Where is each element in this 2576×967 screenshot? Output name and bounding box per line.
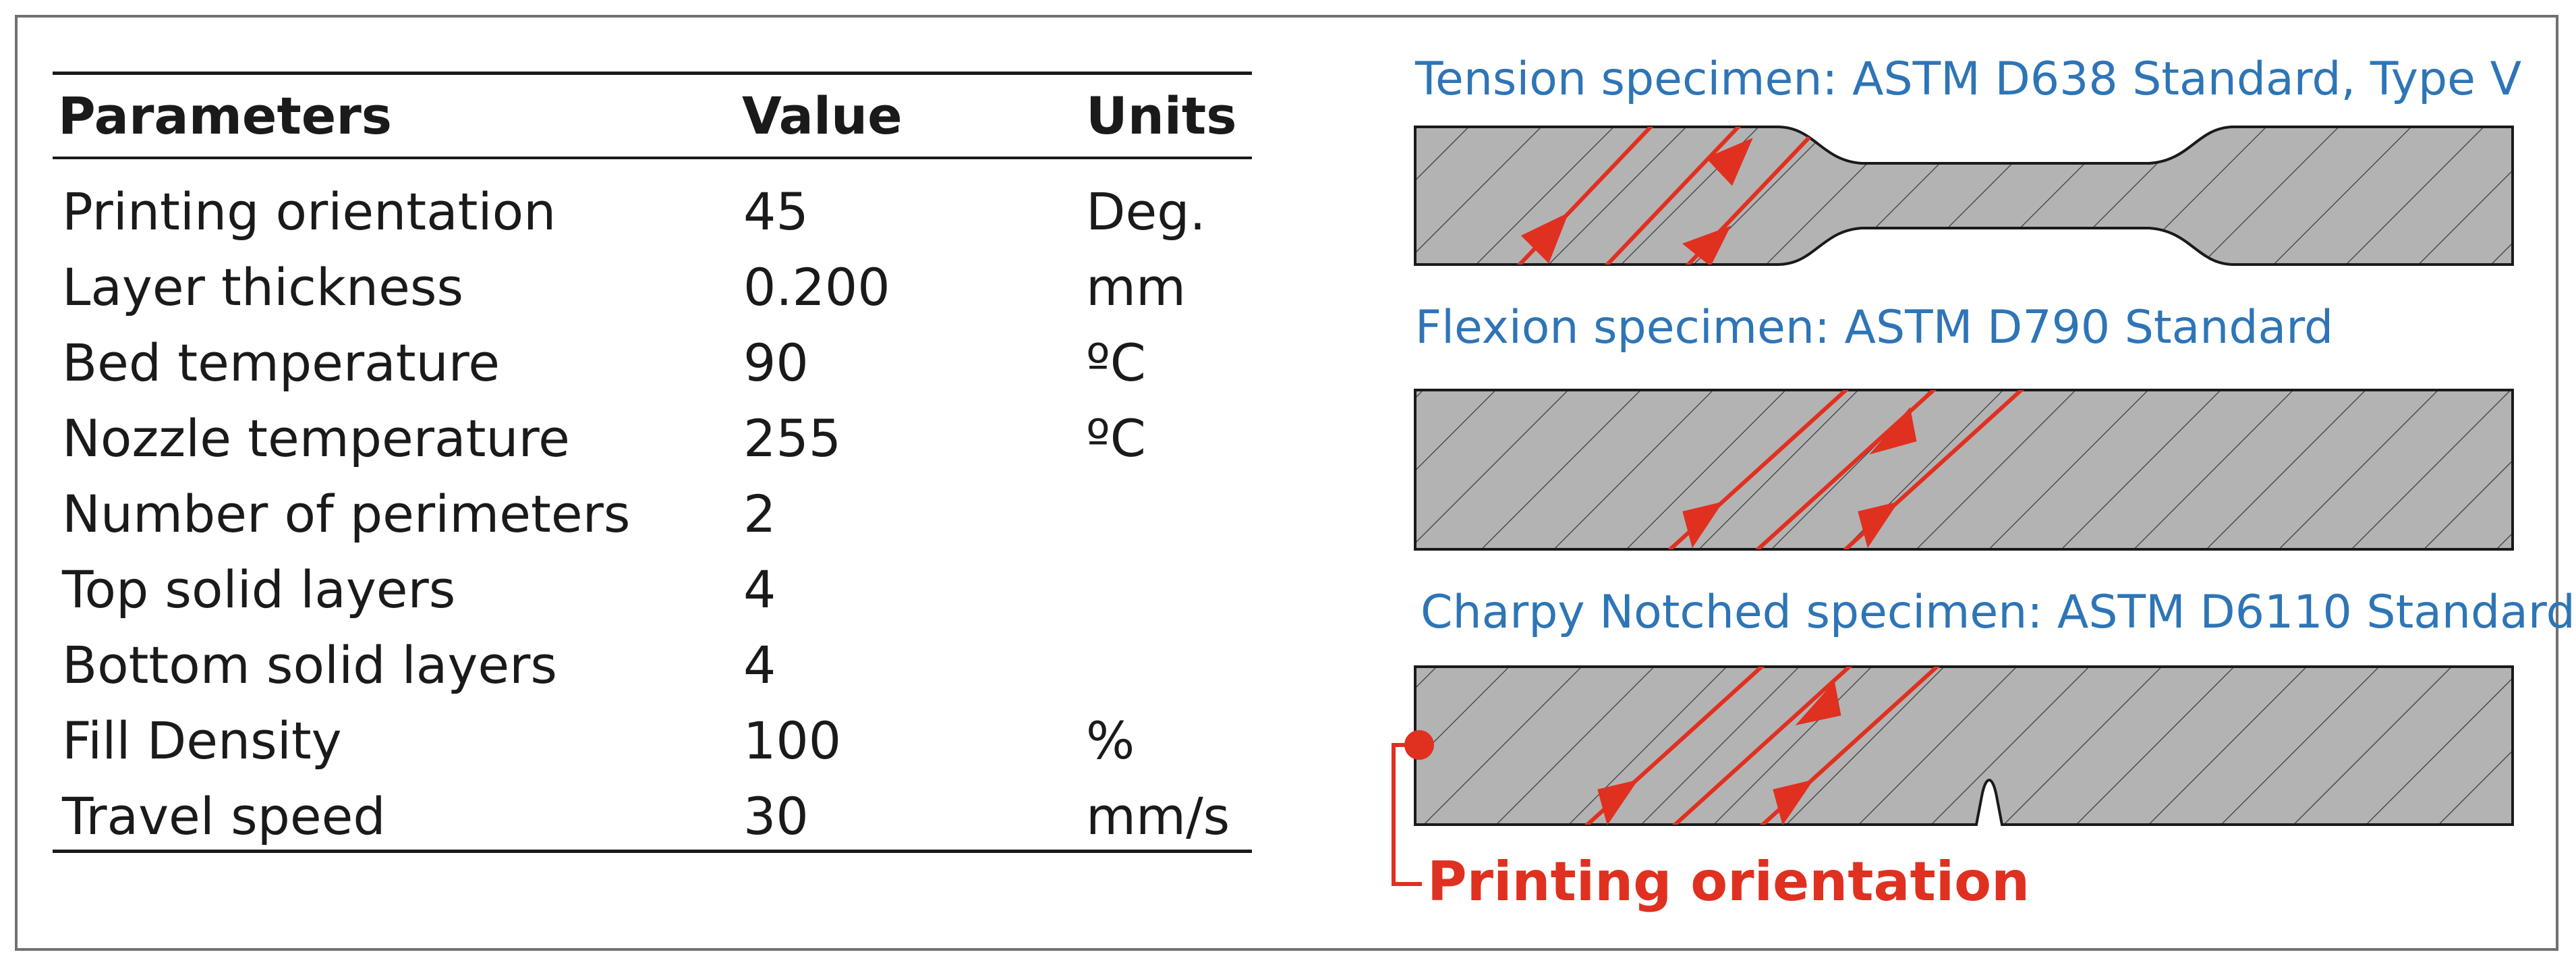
orientation-line <box>1603 127 1742 265</box>
row-unit: ºC <box>1086 333 1146 393</box>
row-unit: ºC <box>1086 408 1146 468</box>
arrow-down-icon <box>1705 138 1753 186</box>
arrow-down-icon <box>1869 407 1917 455</box>
charpy-orientation-lines <box>1583 667 1941 825</box>
arrow-up-icon <box>1773 779 1814 825</box>
row-parameter: Travel speed <box>62 786 386 846</box>
row-unit: mm/s <box>1086 786 1230 846</box>
charpy-specimen <box>1414 665 2514 826</box>
table-header-rule <box>53 157 1252 159</box>
header-parameters: Parameters <box>58 86 393 146</box>
row-value: 0.200 <box>743 257 890 317</box>
orientation-line <box>1671 667 1854 825</box>
row-unit: Deg. <box>1086 182 1206 242</box>
row-value: 45 <box>743 182 809 242</box>
flexion-caption: Flexion specimen: ASTM D790 Standard <box>1415 301 2333 354</box>
figure-frame <box>15 15 2558 951</box>
row-value: 90 <box>743 333 809 393</box>
arrow-up-icon <box>1682 501 1723 549</box>
arrow-up-icon <box>1858 501 1899 549</box>
row-value: 4 <box>743 559 776 619</box>
arrow-up-icon <box>1520 212 1569 264</box>
row-parameter: Fill Density <box>62 711 342 771</box>
row-unit: mm <box>1086 257 1186 317</box>
parameters-table: Parameters Value Units Printing orientat… <box>53 72 1252 854</box>
row-parameter: Number of perimeters <box>62 484 631 544</box>
arrow-up-icon <box>1682 225 1731 265</box>
header-units: Units <box>1086 86 1237 146</box>
row-parameter: Printing orientation <box>62 182 556 242</box>
row-parameter: Layer thickness <box>62 257 464 317</box>
flexion-orientation-lines <box>1667 390 2025 549</box>
table-top-rule <box>53 72 1252 75</box>
row-value: 2 <box>743 484 776 544</box>
row-value: 4 <box>743 635 776 695</box>
tension-caption: Tension specimen: ASTM D638 Standard, Ty… <box>1414 53 2521 106</box>
row-value: 255 <box>743 408 842 468</box>
row-unit: % <box>1086 711 1135 771</box>
row-parameter: Bed temperature <box>62 333 500 393</box>
tension-orientation-lines <box>1516 127 1823 265</box>
row-parameter: Nozzle temperature <box>62 408 570 468</box>
table-bottom-rule <box>53 850 1252 853</box>
header-value: Value <box>742 86 903 146</box>
row-parameter: Bottom solid layers <box>62 635 557 695</box>
arrow-down-icon <box>1795 681 1841 725</box>
row-parameter: Top solid layers <box>62 559 456 619</box>
charpy-caption: Charpy Notched specimen: ASTM D6110 Stan… <box>1421 586 2575 639</box>
row-value: 30 <box>743 786 809 846</box>
orientation-leader-line <box>1392 743 1422 886</box>
row-value: 100 <box>743 711 842 771</box>
flexion-specimen <box>1414 389 2514 551</box>
arrow-up-icon <box>1597 779 1638 825</box>
tension-specimen <box>1414 126 2514 266</box>
printing-orientation-label: Printing orientation <box>1427 850 2030 913</box>
